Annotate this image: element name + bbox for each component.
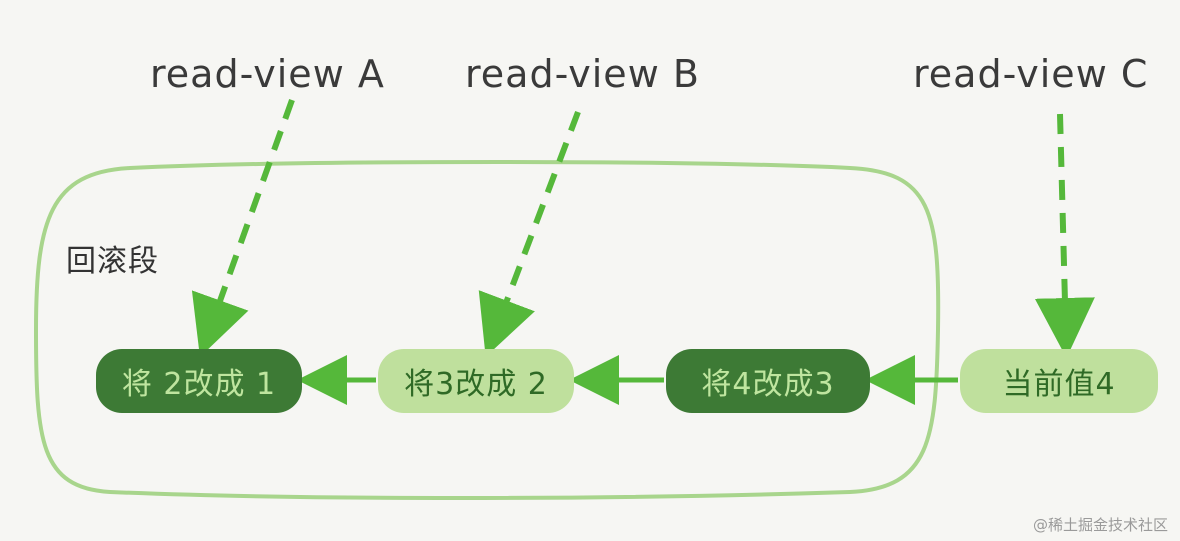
rollback-segment-boundary (33, 160, 941, 500)
undo-node-2-to-1: 将 2改成 1 (96, 349, 302, 413)
read-view-c-pointer (1034, 113, 1095, 358)
read-view-a-label: read-view A (150, 52, 385, 96)
rollback-segment-label: 回滚段 (66, 244, 159, 279)
undo-node-3-to-2: 将3改成 2 (378, 349, 574, 413)
read-view-b-label: read-view B (465, 52, 700, 96)
read-view-b-pointer (478, 110, 581, 357)
watermark: @稀土掘金技术社区 (1032, 516, 1168, 534)
current-value-node: 当前值4 (960, 349, 1158, 413)
read-view-c-label: read-view C (913, 52, 1149, 96)
read-view-a-pointer (191, 98, 295, 357)
undo-node-4-to-3: 将4改成3 (666, 349, 870, 413)
